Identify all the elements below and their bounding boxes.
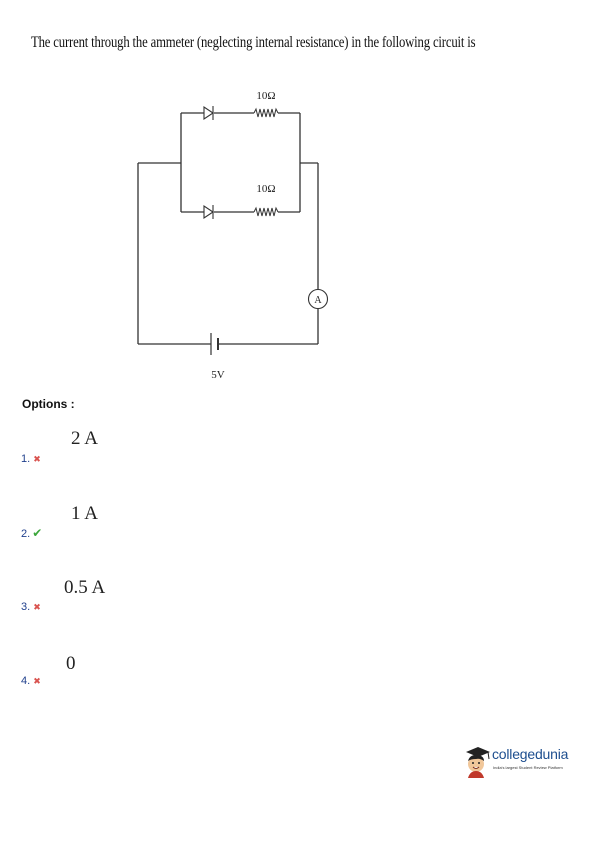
battery-symbol — [210, 333, 219, 355]
option-number: 3. — [21, 601, 31, 613]
checkmark-icon: ✔ — [32, 526, 43, 540]
top-diode-symbol — [203, 105, 214, 121]
option-1-value[interactable]: 2 A — [71, 428, 98, 449]
collegedunia-logo[interactable]: collegedunia India's largest Student Rev… — [462, 744, 590, 780]
option-3-value[interactable]: 0.5 A — [64, 577, 106, 598]
option-2-value[interactable]: 1 A — [71, 503, 98, 524]
cross-icon: ✖ — [33, 454, 41, 464]
bottom-diode-symbol — [203, 204, 214, 220]
question-text: The current through the ammeter (neglect… — [31, 34, 476, 51]
option-2-marker: 2.✔ — [21, 526, 42, 540]
option-number: 4. — [21, 675, 31, 687]
ammeter-label: A — [314, 295, 322, 306]
cross-icon: ✖ — [33, 676, 41, 686]
top-resistor-label: 10Ω — [256, 90, 275, 102]
ammeter-symbol — [307, 288, 329, 310]
bottom-resistor-symbol — [253, 206, 279, 217]
option-4-marker: 4.✖ — [21, 675, 41, 687]
option-3-marker: 3.✖ — [21, 601, 41, 613]
battery-label: 5V — [211, 369, 225, 381]
options-heading: Options : — [22, 397, 75, 411]
option-number: 1. — [21, 453, 31, 465]
bottom-resistor-label: 10Ω — [256, 183, 275, 195]
brand-name: collegedunia — [492, 746, 569, 762]
top-resistor-symbol — [253, 107, 279, 118]
option-number: 2. — [21, 528, 31, 540]
brand-tagline: India's largest Student Review Platform — [493, 765, 563, 770]
cross-icon: ✖ — [33, 602, 41, 612]
option-4-value[interactable]: 0 — [66, 653, 76, 674]
mascot-icon — [466, 747, 490, 778]
option-1-marker: 1.✖ — [21, 453, 41, 465]
